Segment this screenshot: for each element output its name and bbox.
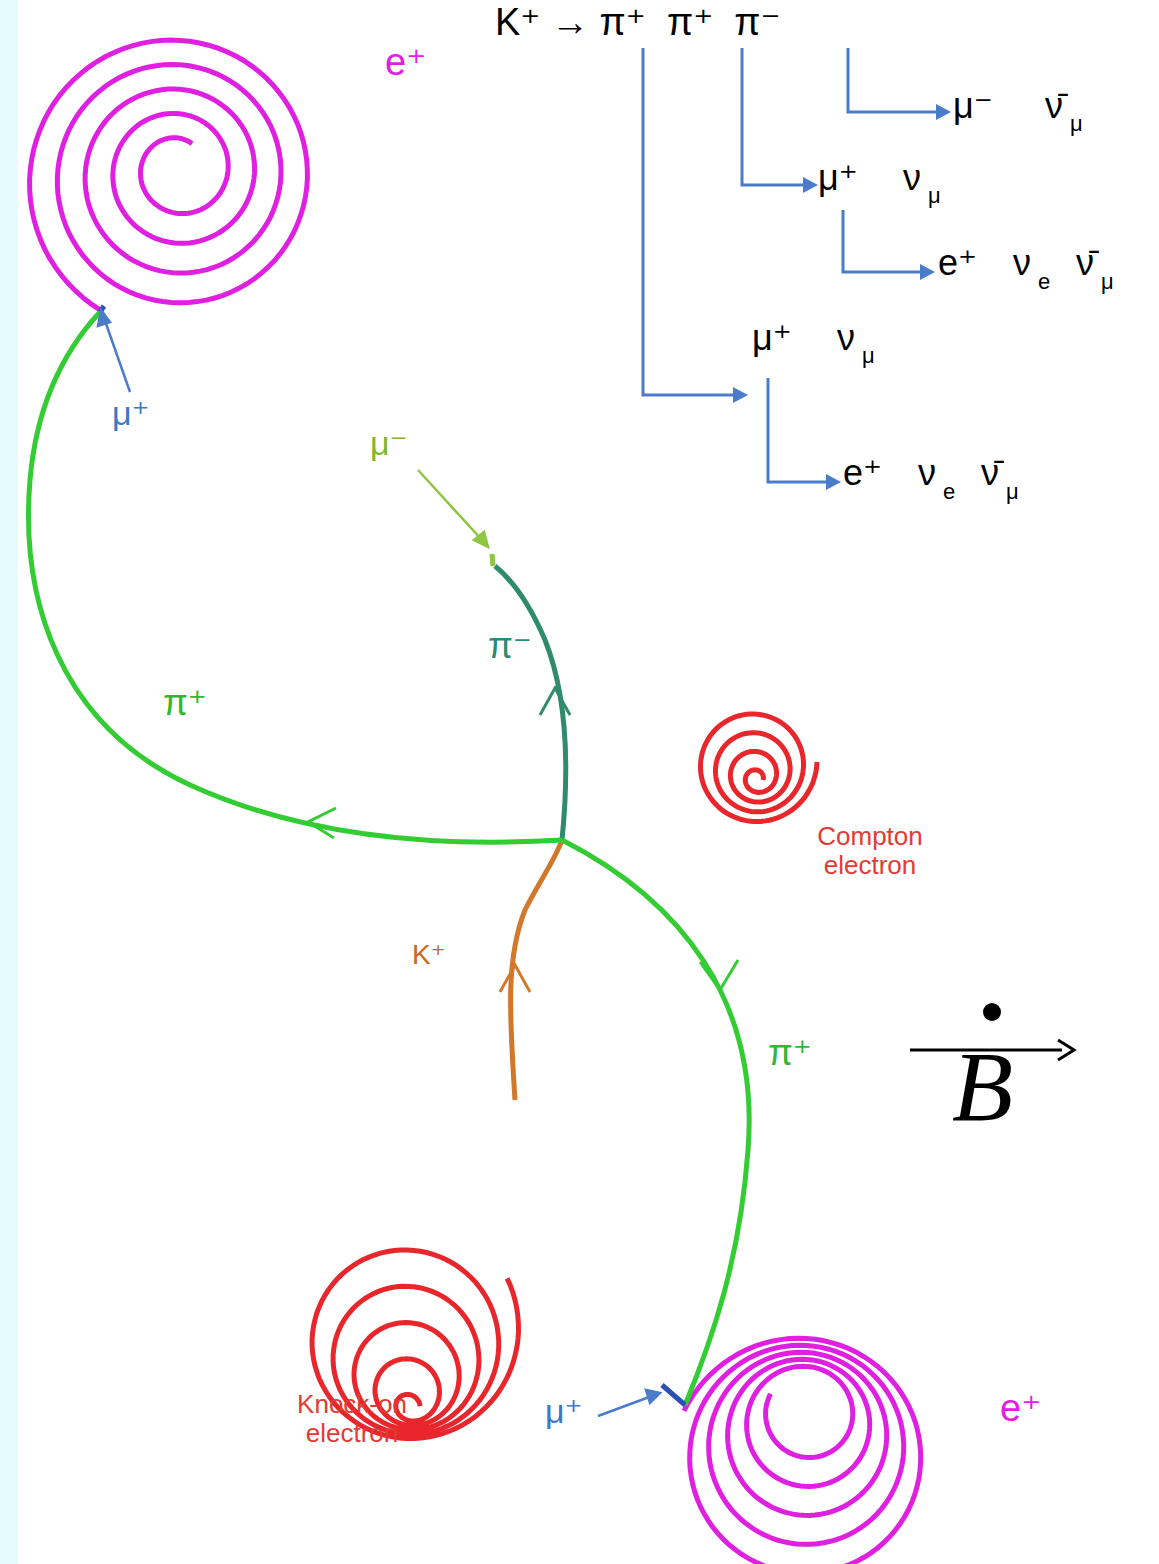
decay-line bbox=[848, 48, 938, 112]
subscript: μ bbox=[928, 184, 941, 208]
arrowhead bbox=[474, 532, 488, 547]
arrowhead bbox=[733, 387, 748, 403]
pi-plus-track bbox=[562, 840, 749, 1405]
track-label: μ⁺ bbox=[545, 1393, 583, 1430]
subscript: μ bbox=[1101, 270, 1114, 294]
track-label: π⁺ bbox=[768, 1033, 812, 1073]
particle-symbol: ν bbox=[903, 158, 921, 198]
track-label: μ⁺ bbox=[112, 395, 150, 432]
vector-head bbox=[1058, 1040, 1074, 1060]
leader-line-mu-minus bbox=[418, 470, 488, 547]
compton-spiral bbox=[701, 714, 818, 822]
direction-chevrons bbox=[308, 688, 738, 992]
particle-symbol: μ⁻ bbox=[953, 86, 993, 126]
track-label: π⁻ bbox=[488, 626, 532, 666]
decay-line bbox=[643, 48, 735, 395]
particle-symbol: ν̄ bbox=[981, 453, 999, 493]
track-label: e⁺ bbox=[1000, 1388, 1041, 1430]
mu-plus-track bbox=[662, 1385, 685, 1405]
pi-plus-track bbox=[29, 312, 562, 842]
leader-line bbox=[598, 1396, 652, 1416]
decay-line bbox=[843, 210, 922, 272]
chevron bbox=[540, 688, 570, 715]
track-label: K⁺ bbox=[412, 940, 445, 971]
track-label: μ⁻ bbox=[370, 425, 408, 462]
decay-scheme-lines bbox=[643, 48, 938, 482]
particle-symbol: ν bbox=[837, 318, 855, 358]
positron-spiral bbox=[684, 1338, 921, 1564]
decay-line bbox=[768, 378, 828, 482]
particle-symbol: ν bbox=[918, 453, 936, 493]
field-label: B bbox=[952, 1032, 1013, 1142]
edge-strip bbox=[0, 0, 18, 1564]
leader-line bbox=[418, 470, 482, 540]
particle-symbol: ν bbox=[1013, 243, 1031, 283]
track-label: Compton electron bbox=[790, 822, 950, 879]
decay-formula: K⁺ → π⁺ π⁺ π⁻ bbox=[495, 2, 781, 44]
track-label: e⁺ bbox=[385, 42, 426, 84]
leader-line bbox=[104, 318, 130, 392]
particle-symbol: ν̄ bbox=[1045, 86, 1063, 126]
pi-minus-track bbox=[495, 566, 566, 840]
track-label: π⁺ bbox=[163, 683, 207, 723]
decay-line bbox=[742, 48, 805, 185]
particle-symbol: e⁺ bbox=[843, 453, 882, 493]
field-dot bbox=[983, 1003, 1001, 1021]
arrowhead bbox=[803, 177, 818, 193]
particle-symbol: μ⁺ bbox=[752, 318, 792, 358]
subscript: μ bbox=[862, 344, 875, 368]
particle-symbol: μ⁺ bbox=[818, 158, 858, 198]
particle-symbol: e⁺ bbox=[938, 243, 977, 283]
subscript: μ bbox=[1070, 112, 1083, 136]
chevron bbox=[700, 960, 738, 990]
subscript: μ bbox=[1006, 480, 1019, 504]
mu-minus-track bbox=[492, 554, 493, 566]
arrowhead bbox=[98, 310, 110, 326]
chevron bbox=[500, 965, 530, 992]
arrowhead bbox=[936, 104, 951, 120]
decay-arrowheads bbox=[733, 104, 951, 490]
arrowhead bbox=[920, 264, 935, 280]
leader-lines bbox=[98, 310, 660, 1416]
particle-symbol: ν̄ bbox=[1076, 243, 1094, 283]
chevron bbox=[308, 808, 336, 838]
arrowhead bbox=[646, 1390, 660, 1403]
arrowhead bbox=[826, 474, 841, 490]
subscript: e bbox=[1038, 270, 1050, 294]
track-label: Knock-on electron bbox=[262, 1390, 442, 1447]
positron-spiral bbox=[30, 40, 308, 310]
subscript: e bbox=[943, 480, 955, 504]
